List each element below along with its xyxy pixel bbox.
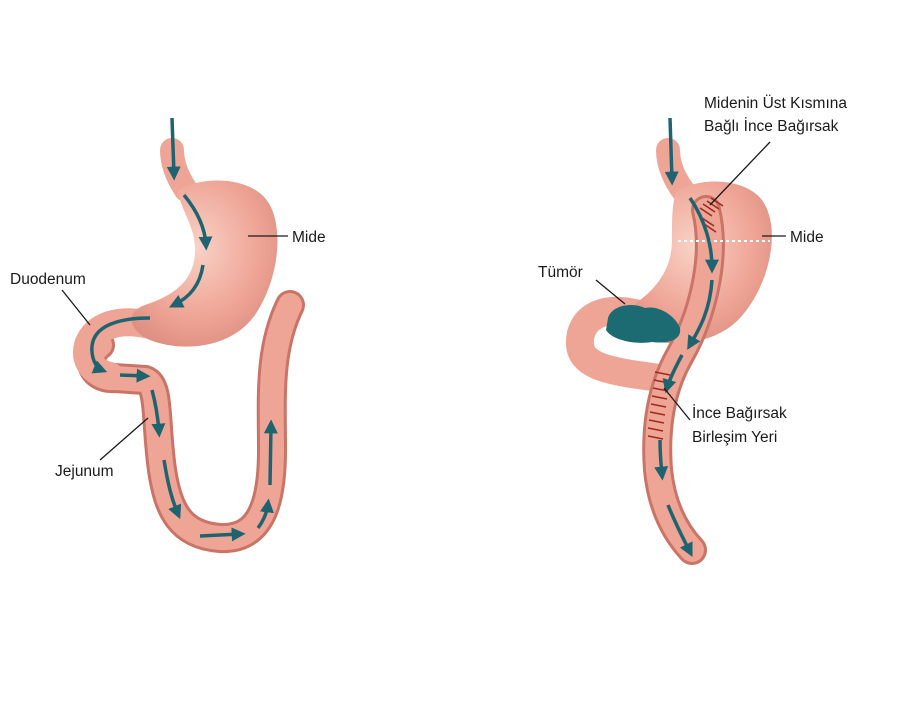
left-label-duodenum: Duodenum: [10, 271, 86, 288]
left-flow-jejunum-4: [199, 527, 246, 542]
left-flow-esophagus: [166, 117, 181, 181]
right-label-junction-line2: Birleşim Yeri: [692, 429, 777, 446]
right-flow-bypass-4: [654, 439, 669, 481]
left-flow-jejunum-2: [150, 389, 166, 438]
right-flow-esophagus: [664, 117, 679, 186]
right-flow-bypass-2: [687, 279, 714, 350]
right-flow-bypass-1: [688, 197, 719, 274]
right-label-bypass-line2: Bağlı İnce Bağırsak: [704, 117, 839, 135]
junction-sutures: [647, 371, 671, 440]
left-label-stomach: Mide: [292, 229, 326, 246]
left-flow-stomach-2: [168, 264, 205, 308]
left-flow-jejunum-6: [263, 419, 278, 486]
right-label-bypass-line1: Midenin Üst Kısmına: [704, 94, 847, 112]
left-flow-jejunum-1: [119, 368, 151, 383]
right-junction-leader: [663, 387, 691, 421]
left-jejunum-leader: [99, 417, 149, 461]
right-bypass-leader: [709, 141, 771, 206]
right-label-tumor: Tümör: [538, 264, 583, 281]
tumor-mass: [606, 305, 681, 343]
right-flow-bypass-5: [666, 504, 693, 558]
right-label-stomach: Mide: [790, 229, 824, 246]
right-small-intestine-fill: [645, 198, 722, 562]
right-label-junction-line1: İnce Bağırsak: [692, 404, 787, 422]
right-tumor-leader: [595, 279, 626, 305]
left-label-jejunum: Jejunum: [55, 463, 114, 480]
left-flow-duodenum: [90, 316, 151, 374]
left-flow-stomach-1: [182, 193, 213, 251]
left-flow-jejunum-5: [256, 498, 274, 530]
left-duodenum-leader: [61, 289, 91, 326]
left-stomach: [131, 180, 278, 347]
left-flow-jejunum-3: [162, 459, 182, 520]
right-anatomy: Midenin Üst Kısmına Bağlı İnce Bağırsak …: [538, 94, 847, 565]
left-anatomy: Mide Duodenum Jejunum: [10, 117, 326, 553]
right-flow-bypass-3: [662, 354, 684, 394]
